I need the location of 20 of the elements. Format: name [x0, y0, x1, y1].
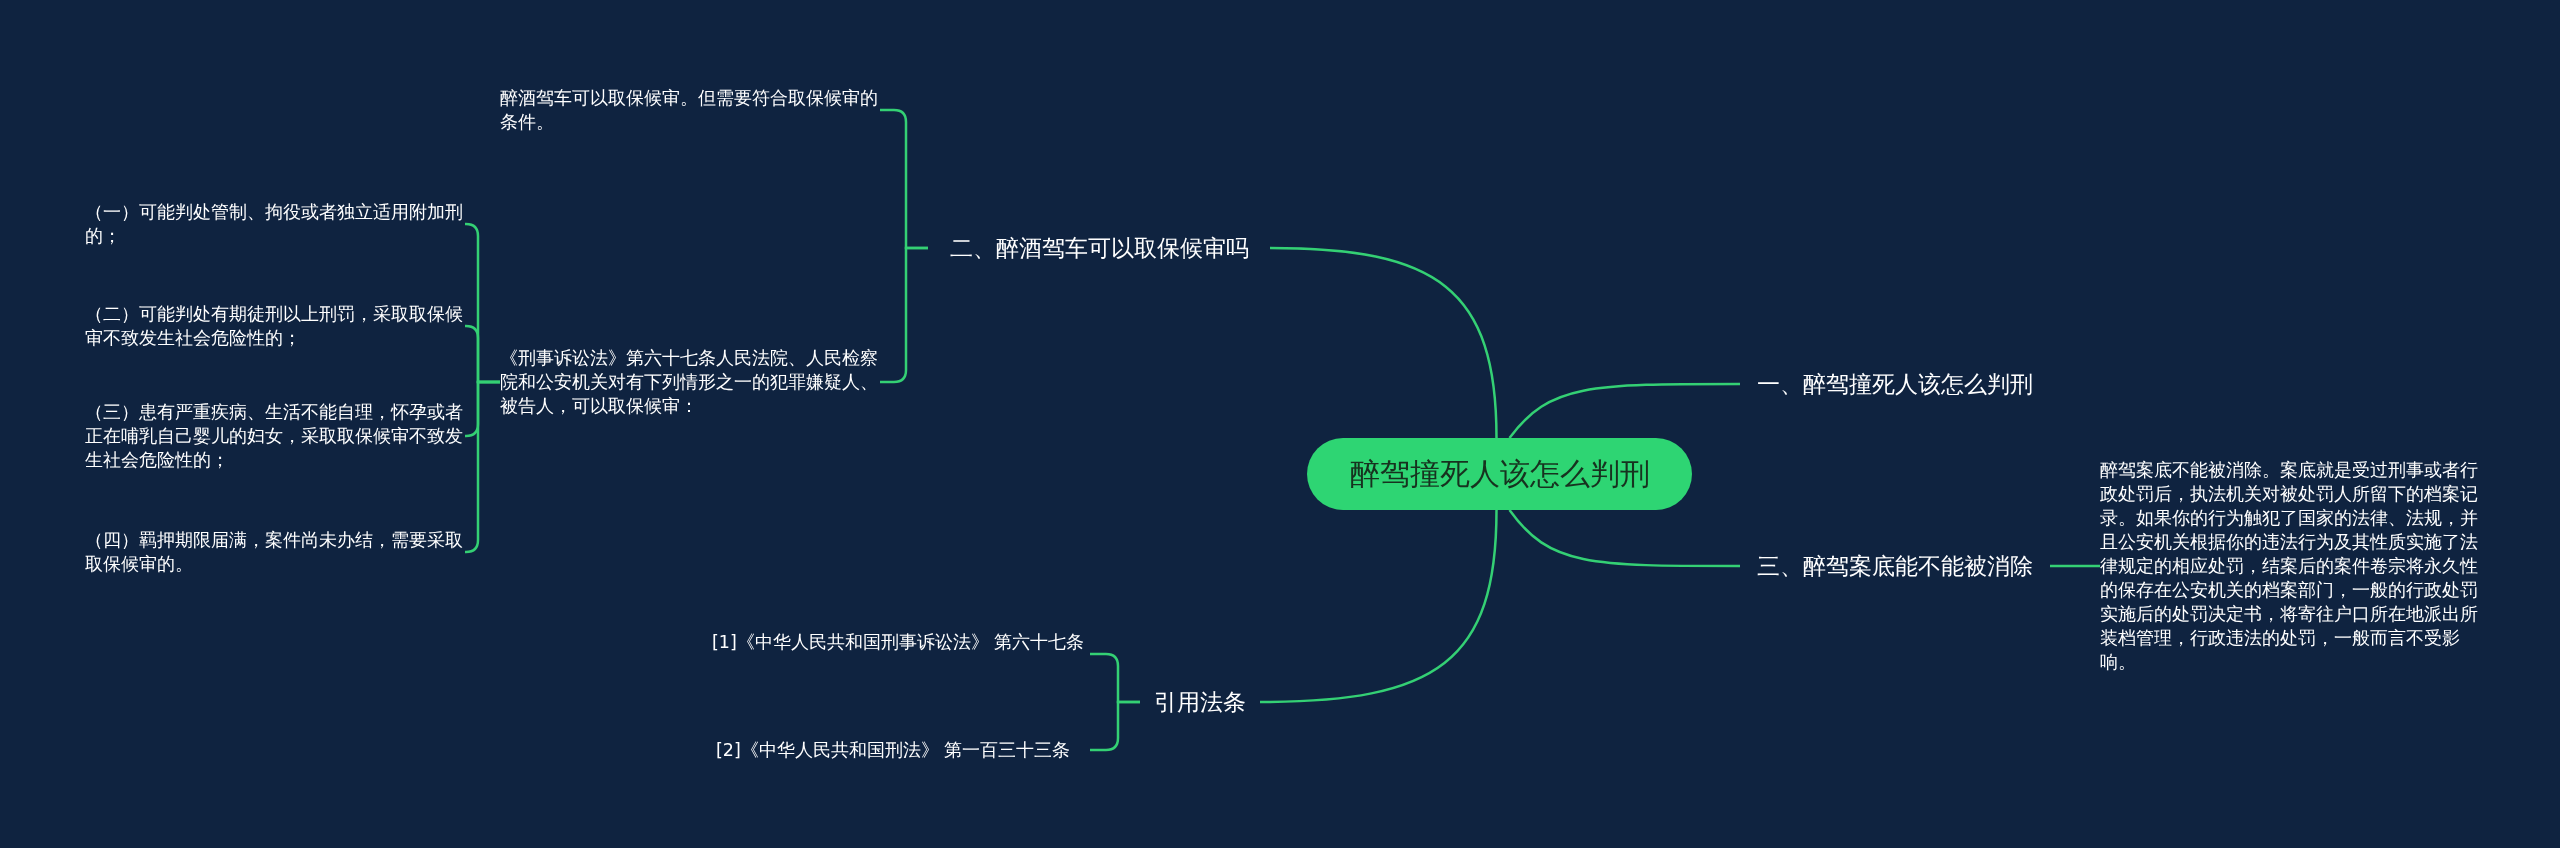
branch-label: 引用法条: [1140, 684, 1260, 720]
connector-line: [1269, 246, 1498, 439]
note-text: 醉驾案底不能被消除。案底就是受过刑事或者行政处罚后，执法机关对被处罚人所留下的档案记录。如果你的行为触犯了国家的法律、法规，并且公安机关根据你的违法行为及其性质实施了法律规定的相应处罚，结案后的案件卷宗将永久性的保存在公安机关的档案部门，一般的行政处罚实施后的处罚决定书，将寄往户口所在地派出所装档管理，行政违法的处罚，一般而言不受影响。: [2100, 458, 2480, 674]
note-text: （四）羁押期限届满，案件尚未办结，需要采取取保候审的。: [85, 528, 465, 576]
connector-line: [1508, 509, 1740, 568]
connector-line: [464, 380, 500, 554]
note-text: [1]《中华人民共和国刑事诉讼法》 第六十七条: [712, 630, 1090, 678]
note-text: 醉酒驾车可以取保候审。但需要符合取保候审的条件。: [500, 86, 880, 134]
note-text: （三）患有严重疾病、生活不能自理，怀孕或者正在哺乳自己婴儿的妇女，采取取保候审不致发生社会危险性的；: [85, 400, 465, 472]
branch-label: 二、醉酒驾车可以取保候审吗: [928, 230, 1270, 266]
note-text: [2]《中华人民共和国刑法》 第一百三十三条: [716, 738, 1090, 762]
topic-pill: 醉驾撞死人该怎么判刑: [1307, 438, 1692, 510]
note-text: （二）可能判处有期徒刑以上刑罚，采取取保候审不致发生社会危险性的；: [85, 302, 465, 350]
note-text: （一）可能判处管制、拘役或者独立适用附加刑的；: [85, 200, 465, 248]
branch-label: 三、醉驾案底能不能被消除: [1740, 548, 2050, 584]
branch-label: 一、醉驾撞死人该怎么判刑: [1740, 366, 2050, 402]
connector-line: [2050, 564, 2100, 568]
connector-line: [1259, 509, 1498, 704]
note-text: 《刑事诉讼法》第六十七条人民法院、人民检察院和公安机关对有下列情形之一的犯罪嫌疑人、被告人，可以取保候审：: [500, 346, 880, 418]
connector-line: [1508, 382, 1740, 439]
